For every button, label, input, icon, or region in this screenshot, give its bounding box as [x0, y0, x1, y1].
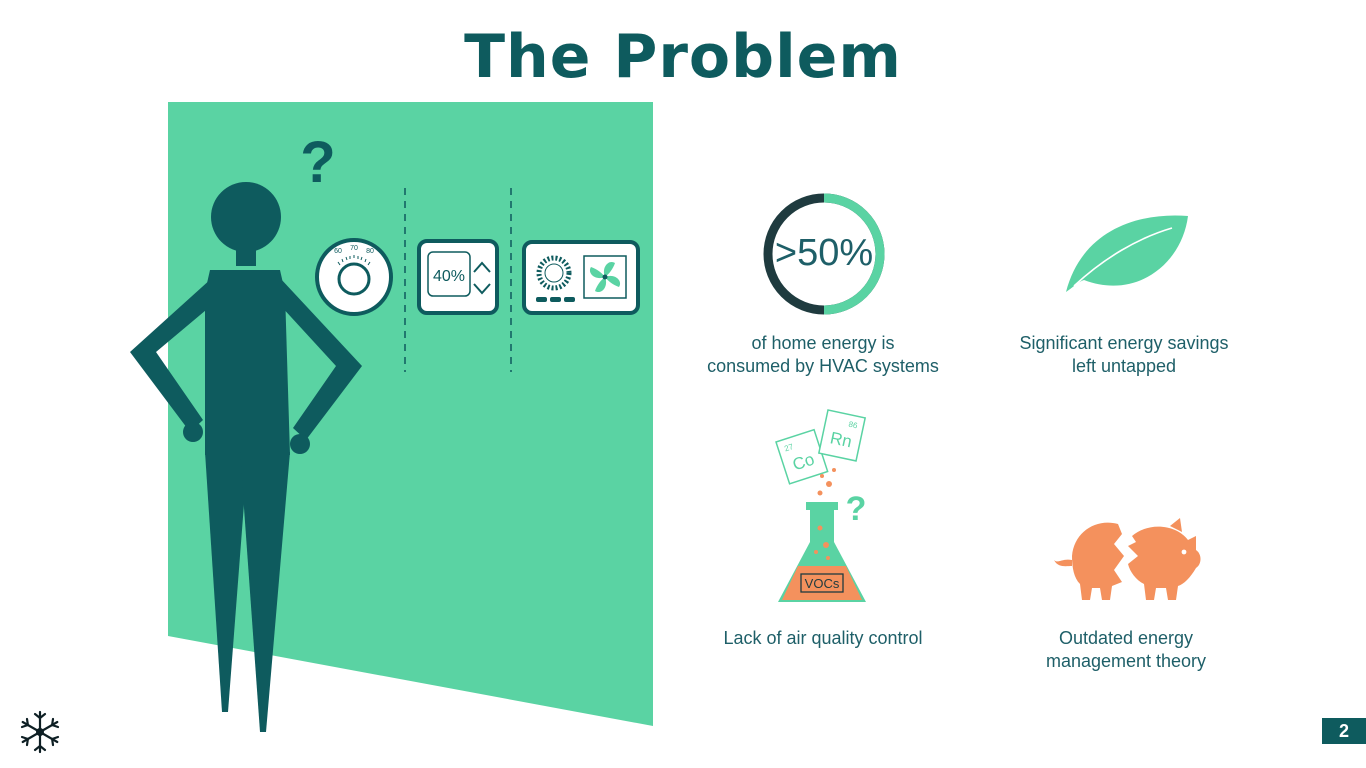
thermostat-tick-70: 70	[350, 245, 358, 252]
thermostat-tick-80: 80	[366, 248, 374, 255]
thermostat-tick-60: 60	[334, 248, 342, 255]
caption-line: left untapped	[1071, 356, 1177, 376]
broken-piggy-bank-icon	[1054, 518, 1201, 600]
chemistry-flask-icon: 27 Co 86 Rn ? VOCs	[775, 409, 867, 602]
question-mark-icon: ?	[300, 130, 335, 195]
page-number: 2	[1322, 718, 1366, 744]
caption-air-quality: Lack of air quality control	[683, 627, 963, 650]
leaf-icon	[1066, 215, 1188, 292]
slide-title: The Problem	[464, 22, 902, 92]
element-number: 86	[848, 420, 859, 431]
element-number: 27	[783, 442, 795, 453]
element-card-rn: 86 Rn	[817, 409, 867, 462]
bubbles-icon	[817, 468, 836, 496]
thermostat-dial-icon: 60 70 80	[315, 238, 393, 316]
fan-blades-icon	[589, 261, 621, 293]
person-silhouette-icon	[130, 182, 362, 732]
question-mark-icon: ?	[846, 490, 867, 528]
chevron-up-icon	[473, 261, 491, 273]
stat-value: >50%	[774, 232, 874, 274]
humidistat-icon: 40%	[417, 239, 499, 315]
snowflake-logo-icon	[20, 710, 60, 754]
caption-line: Significant energy savings	[1019, 333, 1229, 353]
caption-line: management theory	[1045, 651, 1207, 671]
element-symbol: Rn	[828, 428, 853, 451]
chevron-down-icon	[473, 283, 491, 295]
caption-energy-theory: Outdated energy management theory	[986, 627, 1266, 673]
flask-label: VOCs	[805, 576, 840, 591]
element-card-co: 27 Co	[775, 428, 829, 485]
percent-ring-icon	[763, 193, 885, 315]
humidity-display: 40%	[433, 268, 465, 285]
caption-energy-savings: Significant energy savings left untapped	[984, 332, 1264, 378]
caption-line: Lack of air quality control	[723, 628, 923, 648]
caption-line: Outdated energy	[1058, 628, 1194, 648]
caption-line: of home energy is	[751, 333, 895, 353]
caption-line: consumed by HVAC systems	[707, 356, 939, 376]
caption-hvac-energy: of home energy is consumed by HVAC syste…	[683, 332, 963, 378]
fan-controller-icon	[522, 240, 640, 315]
